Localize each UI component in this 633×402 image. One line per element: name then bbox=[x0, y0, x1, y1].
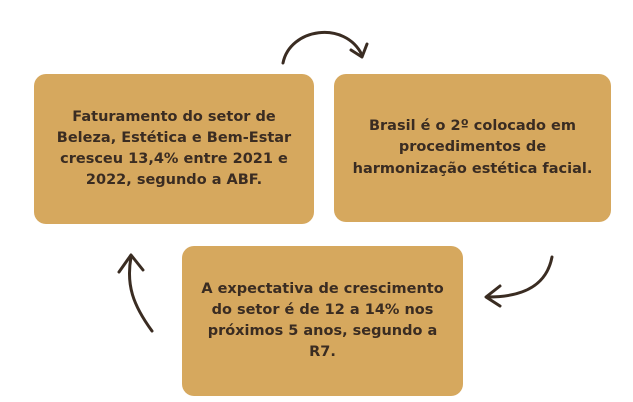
fact-card-text: Brasil é o 2º colocado em procedimentos … bbox=[352, 118, 593, 177]
fact-card-growth: A expectativa de crescimento do setor é … bbox=[182, 246, 463, 396]
curved-arrow-up-icon bbox=[117, 253, 154, 333]
fact-card-revenue: Faturamento do setor de Beleza, Estética… bbox=[34, 74, 314, 224]
curved-arrow-right-icon bbox=[281, 30, 369, 65]
curved-arrow-down-left-icon bbox=[484, 255, 554, 308]
fact-card-text: A expectativa de crescimento do setor é … bbox=[201, 280, 444, 361]
fact-card-text: Faturamento do setor de Beleza, Estética… bbox=[56, 108, 292, 189]
fact-card-ranking: Brasil é o 2º colocado em procedimentos … bbox=[334, 74, 611, 222]
